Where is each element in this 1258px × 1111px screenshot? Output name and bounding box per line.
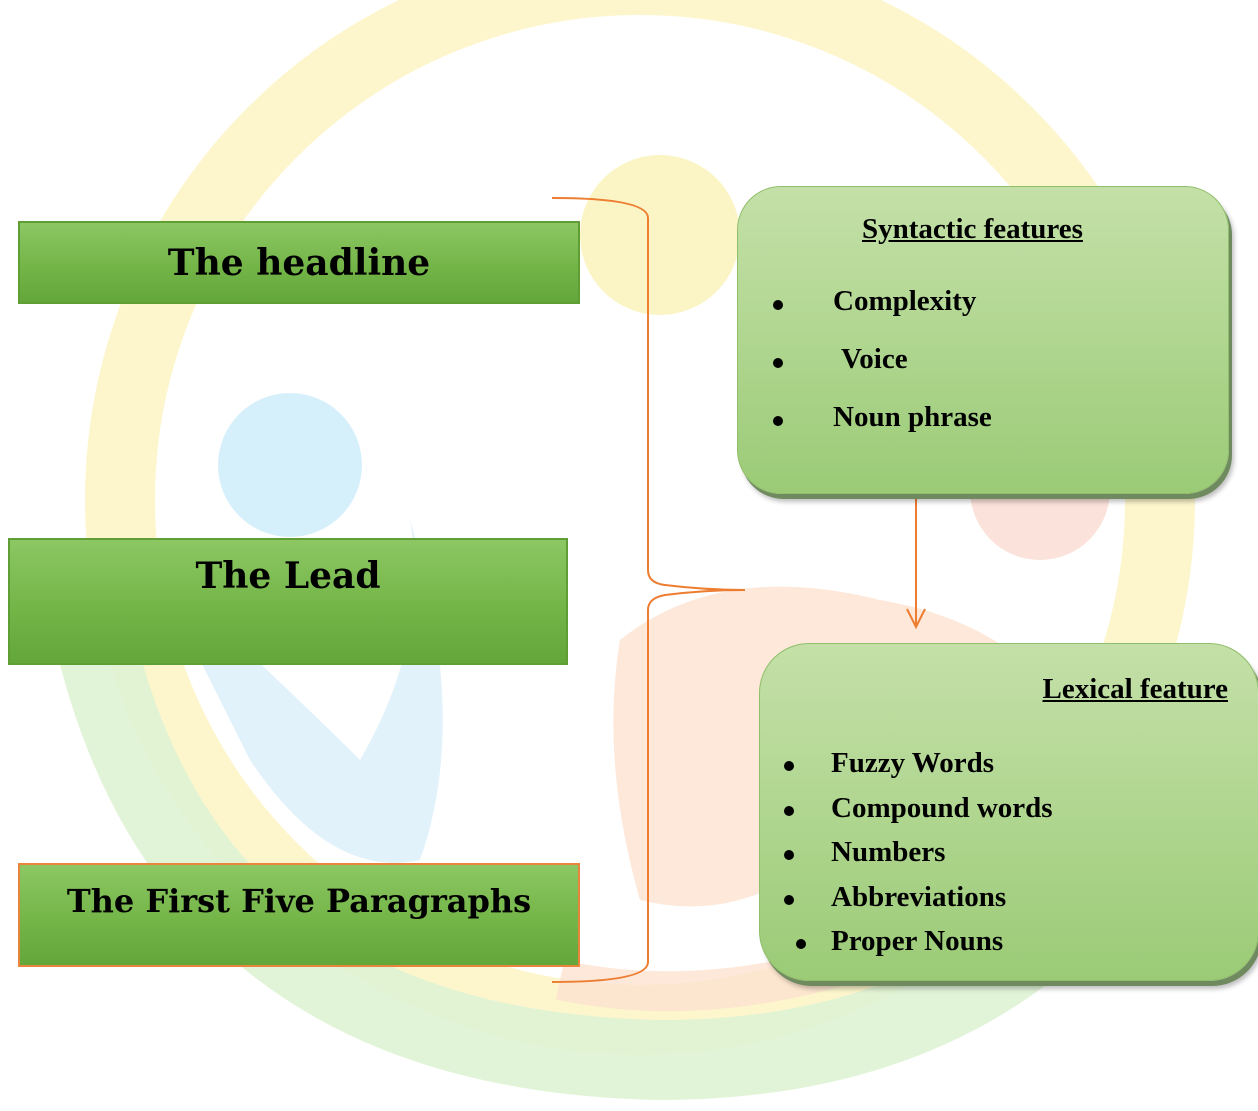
headline-box: The headline xyxy=(18,221,580,304)
syntactic-features-list: Complexity Voice Noun phrase xyxy=(773,285,992,459)
list-item: Fuzzy Words xyxy=(784,747,1053,792)
list-item: Complexity xyxy=(773,285,992,343)
down-arrow-head xyxy=(906,608,926,630)
list-item: Compound words xyxy=(784,791,1053,837)
list-item-label: Noun phrase xyxy=(833,401,992,433)
list-item: Numbers xyxy=(784,836,1053,881)
list-item: Voice xyxy=(773,343,992,401)
list-item-label: Proper Nouns xyxy=(831,925,1004,957)
syntactic-features-box: Syntactic features Complexity Voice Noun… xyxy=(737,186,1229,494)
list-item-label: Abbreviations xyxy=(831,880,1007,913)
list-item-label: Compound words xyxy=(831,791,1053,824)
lead-box: The Lead xyxy=(8,538,568,665)
watermark-figure-blue xyxy=(150,520,443,863)
first-five-paragraphs-box: The First Five Paragraphs xyxy=(18,863,580,967)
brace-connector xyxy=(551,197,746,983)
list-item: Abbreviations xyxy=(784,880,1053,926)
lexical-feature-box: Lexical feature Fuzzy Words Compound wor… xyxy=(759,643,1258,981)
list-item: Proper Nouns xyxy=(796,925,1053,970)
list-item-label: Complexity xyxy=(833,285,977,317)
lexical-feature-title: Lexical feature xyxy=(1042,673,1228,705)
list-item-label: Fuzzy Words xyxy=(831,747,994,779)
lexical-features-list: Fuzzy Words Compound words Numbers Abbre… xyxy=(784,747,1053,970)
watermark-head-blue xyxy=(218,393,362,537)
syntactic-features-title: Syntactic features xyxy=(862,213,1083,245)
watermark-head-yellow xyxy=(580,155,740,315)
list-item-label: Numbers xyxy=(831,836,946,868)
list-item-label: Voice xyxy=(841,343,908,375)
list-item: Noun phrase xyxy=(773,401,992,459)
